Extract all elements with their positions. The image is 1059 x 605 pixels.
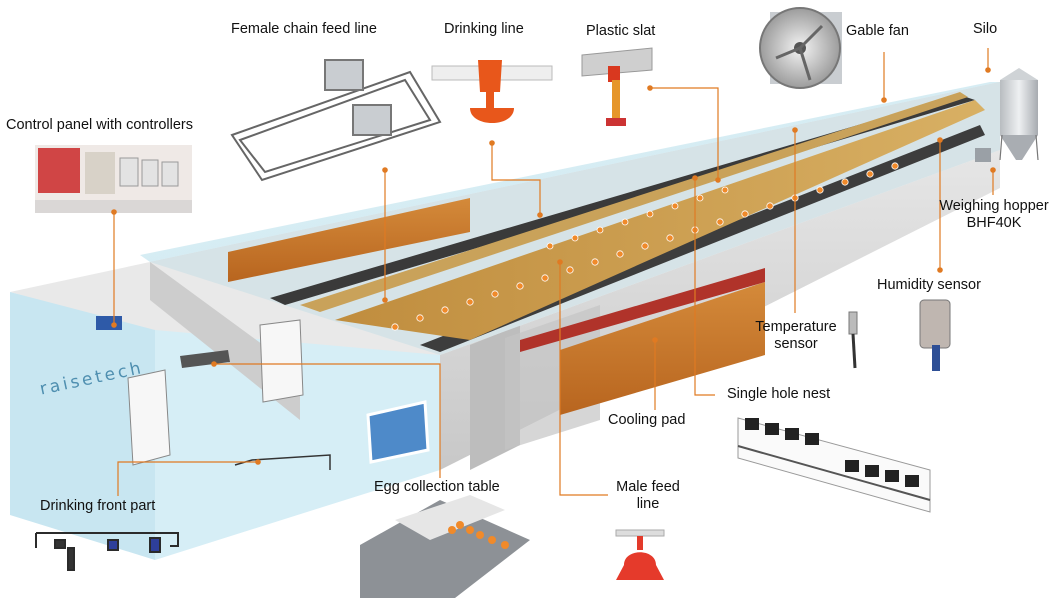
office-window (366, 400, 430, 464)
house-glass-band (140, 82, 1000, 262)
label-temperature-sensor-line1: Temperature (755, 319, 837, 335)
office-front-wall (155, 330, 440, 560)
label-egg-collection-table: Egg collection table (374, 479, 500, 495)
cooling-pad-front-top (520, 268, 765, 352)
humidity-sensor-photo (919, 299, 951, 371)
leader-drinking-line (491, 143, 541, 215)
feeder-pans (391, 162, 899, 331)
drinking-front-part-photo (35, 532, 179, 571)
label-humidity-sensor: Humidity sensor (877, 277, 981, 293)
label-plastic-slat: Plastic slat (586, 23, 656, 39)
leader-male-feed-line (559, 262, 608, 496)
label-female-chain-feed-line: Female chain feed line (231, 21, 377, 37)
control-panel-photo (35, 145, 192, 213)
leader-drinking-front (117, 461, 258, 496)
leader-egg-collection (214, 363, 441, 478)
weighing-hopper-unit (975, 148, 991, 162)
label-cooling-pad: Cooling pad (608, 412, 686, 428)
office-door-window (259, 319, 304, 403)
gable-fan-photo (759, 7, 842, 89)
office-door (127, 369, 171, 466)
label-weighing-hopper-line1: Weighing hopper (939, 198, 1049, 214)
label-weighing-hopper: Weighing hopper BHF40K (930, 198, 1058, 232)
label-drinking-line: Drinking line (444, 21, 524, 37)
egg-collection-table-photo (360, 495, 530, 598)
label-male-feed-line-line2: line (636, 496, 660, 512)
label-single-hole-nest: Single hole nest (727, 386, 831, 402)
single-hole-nest-photo (737, 417, 931, 513)
control-box (96, 316, 122, 330)
label-weighing-hopper-line2: BHF40K (966, 215, 1022, 231)
silo-structure (999, 68, 1039, 161)
drinking-line-photo (431, 60, 553, 123)
plastic-slat-area (335, 100, 985, 340)
label-temperature-sensor: Temperature sensor (746, 319, 846, 353)
label-control-panel: Control panel with controllers (6, 117, 193, 133)
plastic-slat-photo (581, 47, 653, 126)
cooling-pad-front (560, 282, 765, 415)
cooling-pad-back (228, 198, 470, 282)
leader-dots (111, 67, 996, 465)
label-drinking-front-part: Drinking front part (40, 498, 156, 514)
label-male-feed-line-line1: Male feed (616, 479, 680, 495)
temperature-sensor-photo (848, 311, 858, 369)
label-gable-fan: Gable fan (846, 23, 909, 39)
female-chain-feed-line-photo (230, 59, 442, 182)
leader-single-hole-nest (694, 178, 715, 396)
label-male-feed-line: Male feed line (608, 479, 688, 513)
poultry-house (10, 68, 1039, 560)
male-feed-line-photo (615, 529, 665, 580)
plastic-slat-area-2 (300, 92, 968, 312)
label-silo: Silo (973, 21, 998, 37)
leader-lines (113, 48, 994, 496)
label-temperature-sensor-line2: sensor (774, 336, 818, 352)
leader-plastic-slat (650, 87, 719, 180)
office-left-wall (10, 292, 155, 560)
